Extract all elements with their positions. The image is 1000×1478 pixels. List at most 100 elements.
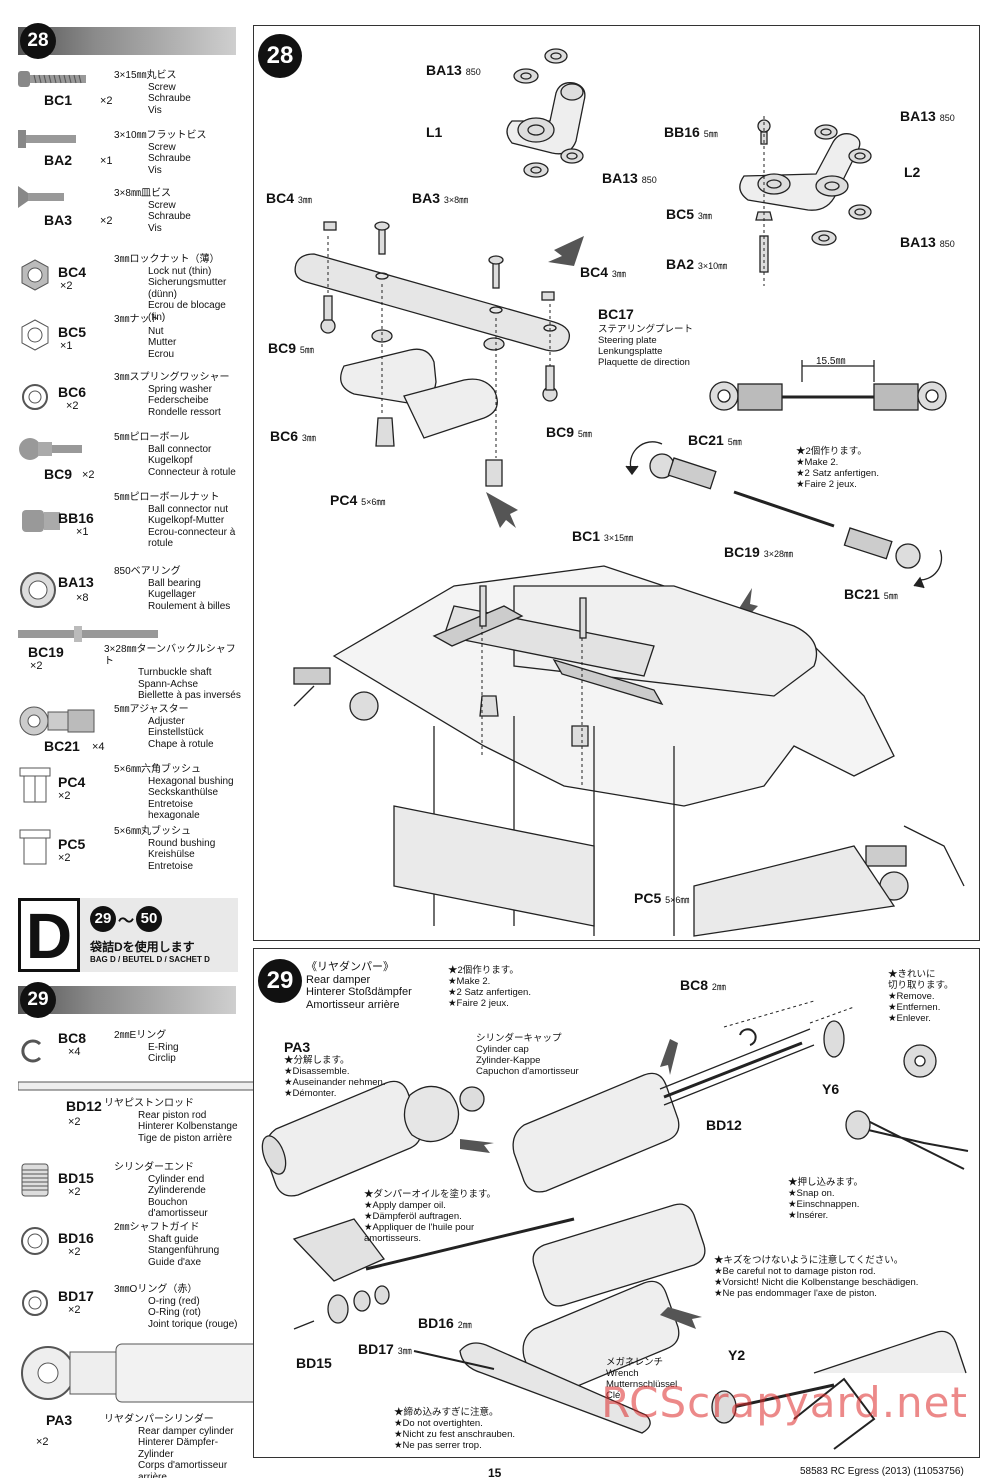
part-quantity: ×1 xyxy=(100,155,113,167)
range-to: 50 xyxy=(136,906,163,932)
range-sep: ～ xyxy=(118,913,135,930)
part-quantity: ×2 xyxy=(30,660,43,672)
label-bc8: BC8 2㎜ xyxy=(680,977,726,993)
label-bc19: BC19 3×28㎜ xyxy=(724,544,793,560)
label-pc5: PC5 5×6㎜ xyxy=(634,890,690,906)
page-number: 15 xyxy=(488,1466,502,1478)
part-code: BD12 xyxy=(66,1098,102,1114)
part-quantity: ×1 xyxy=(60,340,73,352)
label-bc1: BC1 3×15㎜ xyxy=(572,528,634,544)
part-quantity: ×2 xyxy=(68,1186,81,1198)
part-code: BA3 xyxy=(44,212,73,228)
step-28-header: 28 xyxy=(18,23,236,59)
part-code: BC4 xyxy=(58,264,87,280)
label-bc17: BC17 xyxy=(598,306,634,322)
part-code: BC5 xyxy=(58,324,87,340)
label-bd15: BD15 xyxy=(296,1355,332,1371)
part-description: 3㎜Oリング（赤）O-ring (red)O-Ring (rot)Joint t… xyxy=(114,1284,238,1330)
part-quantity: ×2 xyxy=(68,1246,81,1258)
dimension-label: 15.5㎜ xyxy=(816,356,846,367)
bag-d-box: D 29 ～ 50 袋詰Dを使用します BAG D / BEUTEL D / S… xyxy=(18,898,238,972)
part-code: BC9 xyxy=(44,466,73,482)
label-ba13-d: BA13 850 xyxy=(900,234,955,250)
label-bc4-a: BC4 3㎜ xyxy=(266,190,312,206)
label-bd12: BD12 xyxy=(706,1117,742,1133)
bag-d-jp: 袋詰Dを使用します xyxy=(90,940,195,954)
part-quantity: ×8 xyxy=(76,592,89,604)
careful-note: ★キズをつけないように注意してください。★Be careful not to d… xyxy=(714,1255,919,1299)
do-not-overtighten-note: ★締め込みすぎに注意。★Do not overtighten.★Nicht zu… xyxy=(394,1407,515,1451)
label-bc9-b: BC9 5㎜ xyxy=(546,424,592,440)
part-quantity: ×4 xyxy=(92,741,105,753)
label-bc5: BC5 3㎜ xyxy=(666,206,712,222)
step-28-illustration xyxy=(293,48,965,937)
part-code: BA13 xyxy=(58,574,94,590)
label-bb16: BB16 5㎜ xyxy=(664,124,718,140)
label-bc4-b: BC4 3㎜ xyxy=(580,264,626,280)
remove-cleanly-note: ★きれいに切り取ります。★Remove.★Entfernen.★Enlever. xyxy=(888,969,954,1024)
part-code: PC4 xyxy=(58,774,86,790)
step-29-header: 29 xyxy=(18,982,236,1018)
part-quantity: ×2 xyxy=(58,852,71,864)
part-description: 3㎜ロックナット（薄）Lock nut (thin)Sicherungsmutt… xyxy=(114,254,227,323)
make-two-note-29: ★2個作ります。★Make 2.★2 Satz anfertigen.★Fair… xyxy=(448,965,531,1009)
part-quantity: ×2 xyxy=(68,1116,81,1128)
part-quantity: ×2 xyxy=(82,469,95,481)
bag-d-range: 29 ～ 50 xyxy=(90,906,163,932)
part-quantity: ×1 xyxy=(76,526,89,538)
label-bc21-b: BC21 5㎜ xyxy=(844,586,898,602)
part-quantity: ×4 xyxy=(68,1046,81,1058)
make-two-note: ★2個作ります。★Make 2.★2 Satz anfertigen.★Fair… xyxy=(796,446,879,490)
apply-oil-note: ★ダンパーオイルを塗ります。★Apply damper oil.★Dämpfer… xyxy=(364,1189,497,1244)
label-pc4: PC4 5×6㎜ xyxy=(330,492,386,508)
step-28-panel: 28 xyxy=(253,25,980,941)
label-bc9-a: BC9 5㎜ xyxy=(268,340,314,356)
bag-d-letter: D xyxy=(18,898,80,972)
part-quantity: ×2 xyxy=(58,790,71,802)
part-code: BB16 xyxy=(58,510,94,526)
panel-28-number: 28 xyxy=(258,34,302,78)
watermark: RCScrapyard.net xyxy=(601,1378,968,1427)
label-y2: Y2 xyxy=(728,1347,746,1363)
bag-d-en: BAG D / BEUTEL D / SACHET D xyxy=(90,955,210,964)
part-quantity: ×2 xyxy=(100,95,113,107)
label-ba2: BA2 3×10㎜ xyxy=(666,256,728,272)
snap-on-note: ★押し込みます。★Snap on.★Einschnappen.★Insérer. xyxy=(788,1177,864,1221)
part-code: PC5 xyxy=(58,836,86,852)
panel-29-number: 29 xyxy=(258,959,302,1003)
label-y6: Y6 xyxy=(822,1081,840,1097)
part-code: PA3 xyxy=(46,1412,73,1428)
label-l1: L1 xyxy=(426,124,443,140)
part-quantity: ×2 xyxy=(36,1436,49,1448)
part-code: BD15 xyxy=(58,1170,94,1186)
part-code: BC1 xyxy=(44,92,73,108)
part-quantity: ×2 xyxy=(60,280,73,292)
part-code: BC21 xyxy=(44,738,80,754)
part-code: BD16 xyxy=(58,1230,94,1246)
label-ba3: BA3 3×8㎜ xyxy=(412,190,469,206)
part-quantity: ×2 xyxy=(68,1304,81,1316)
label-ba13-a: BA13 850 xyxy=(426,62,481,78)
label-bc21-a: BC21 5㎜ xyxy=(688,432,742,448)
part-code: BA2 xyxy=(44,152,73,168)
label-bd17: BD17 3㎜ xyxy=(358,1341,412,1357)
